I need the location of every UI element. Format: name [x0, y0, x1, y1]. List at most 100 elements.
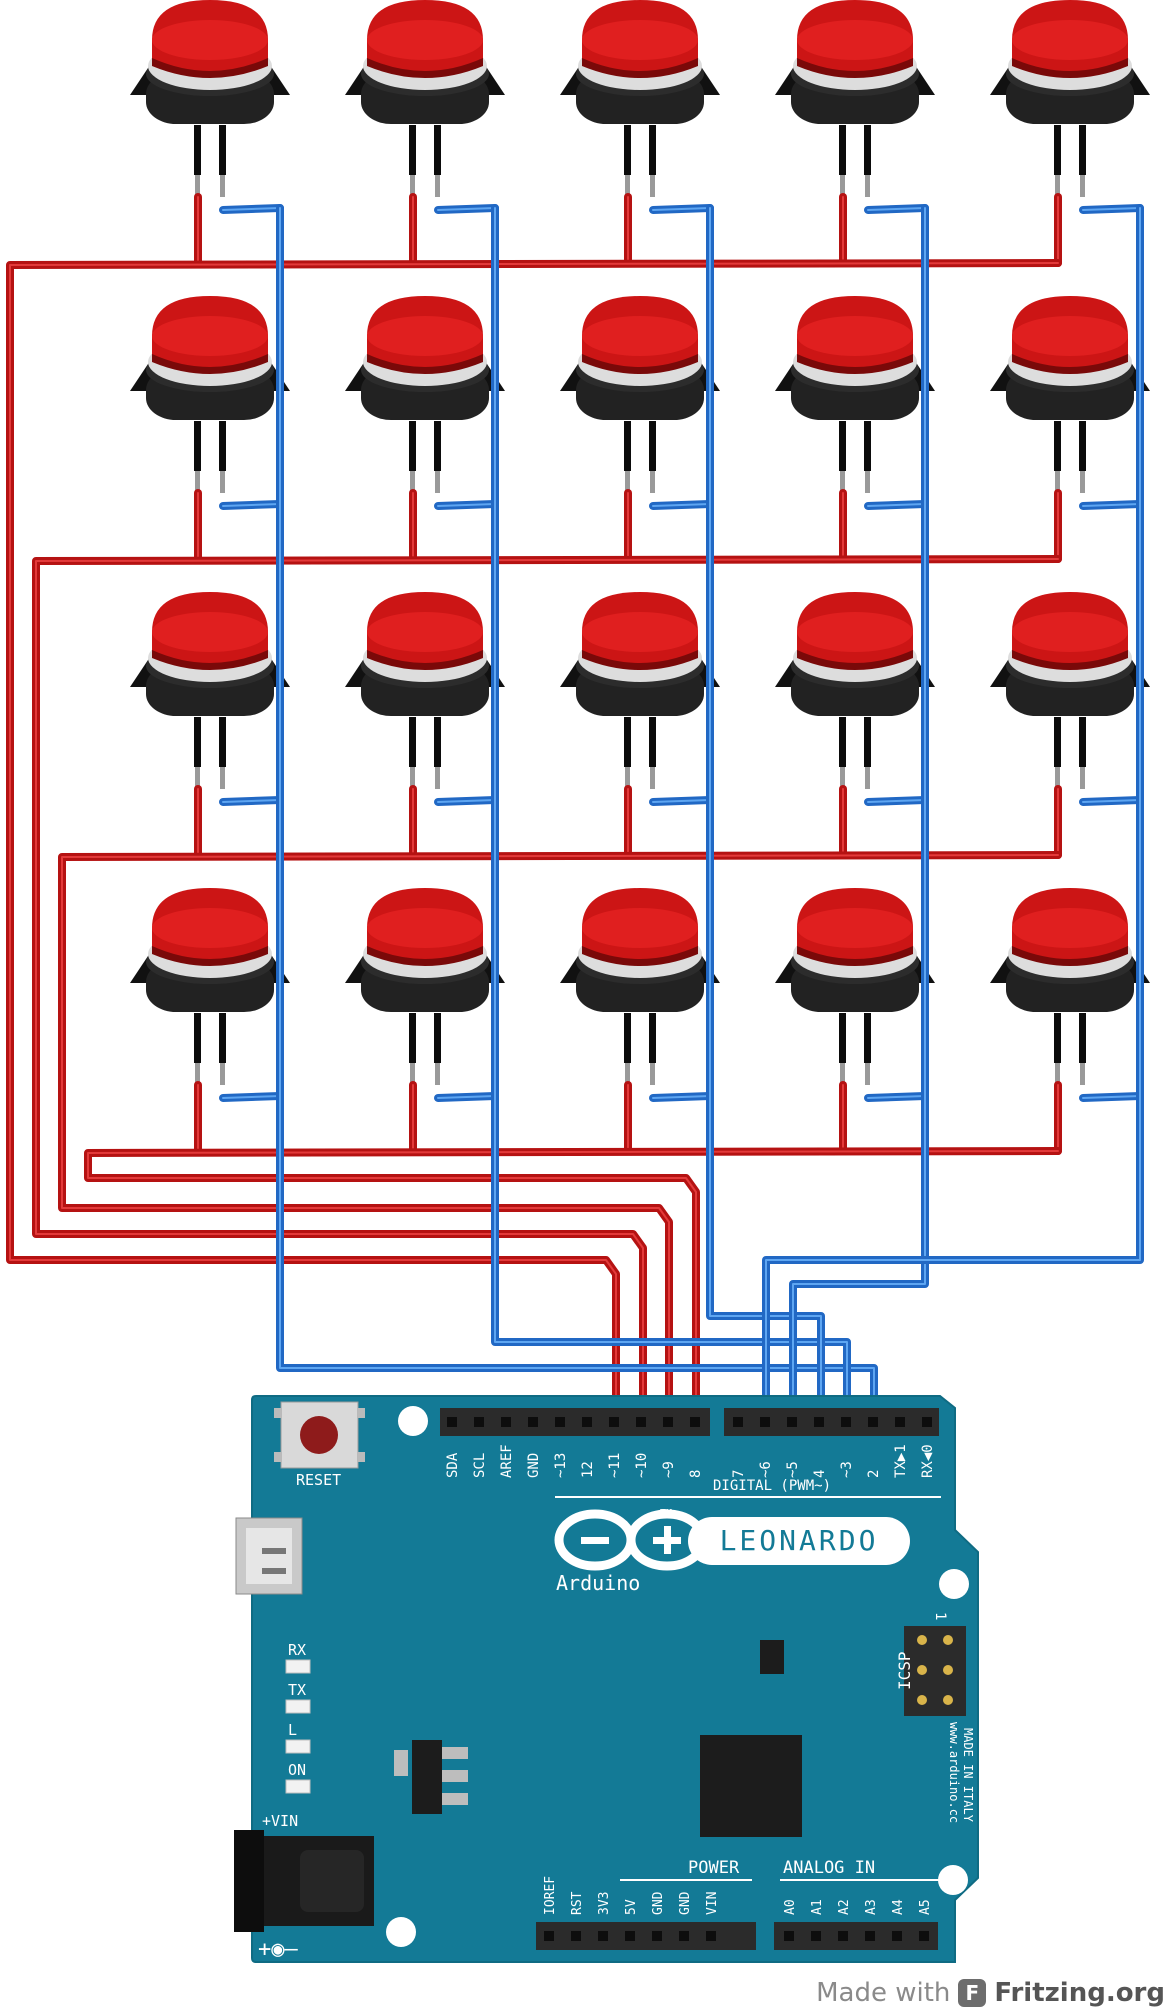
led-label: TX	[288, 1681, 306, 1699]
pin-label: ~9	[661, 1461, 677, 1478]
push-button[interactable]	[345, 592, 505, 789]
push-button[interactable]	[345, 296, 505, 493]
header-pin[interactable]	[571, 1931, 581, 1941]
pin-label: ~3	[839, 1461, 855, 1478]
push-button[interactable]	[990, 888, 1150, 1085]
pin-label: ~11	[607, 1453, 623, 1478]
header-pin[interactable]	[868, 1417, 878, 1427]
push-button[interactable]	[775, 296, 935, 493]
pin-label: TX▶1	[893, 1444, 909, 1478]
icsp-header	[904, 1626, 966, 1716]
push-button[interactable]	[560, 592, 720, 789]
header-pin[interactable]	[895, 1417, 905, 1427]
pin-label: GND	[526, 1453, 542, 1478]
pin-label: A3	[864, 1899, 879, 1915]
pin-label: RST	[570, 1891, 585, 1915]
push-button[interactable]	[560, 0, 720, 197]
vin-label: +VIN	[262, 1812, 298, 1830]
push-button[interactable]	[990, 296, 1150, 493]
pin-label: AREF	[499, 1444, 515, 1478]
header-pin[interactable]	[814, 1417, 824, 1427]
credit-brand[interactable]: Fritzing.org	[994, 1978, 1165, 2008]
pin-label: ~10	[634, 1453, 650, 1478]
push-button[interactable]	[130, 296, 290, 493]
power-label: POWER	[688, 1858, 740, 1878]
header-pin[interactable]	[787, 1417, 797, 1427]
header-pin[interactable]	[598, 1931, 608, 1941]
push-button[interactable]	[990, 0, 1150, 197]
power-jack	[234, 1830, 374, 1932]
reset-label: RESET	[296, 1471, 341, 1489]
made-in-label: MADE IN ITALY	[961, 1728, 975, 1823]
led-label: ON	[288, 1761, 306, 1779]
header-pin[interactable]	[922, 1417, 932, 1427]
model-badge	[688, 1517, 910, 1565]
header-pin[interactable]	[582, 1417, 592, 1427]
push-button[interactable]	[560, 296, 720, 493]
header-pin[interactable]	[663, 1417, 673, 1427]
header-pin[interactable]	[690, 1417, 700, 1427]
header-pin[interactable]	[528, 1417, 538, 1427]
header-pin[interactable]	[652, 1931, 662, 1941]
header-pin[interactable]	[679, 1931, 689, 1941]
header-pin[interactable]	[811, 1931, 821, 1941]
push-button[interactable]	[775, 888, 935, 1085]
pin-label: A0	[783, 1899, 798, 1915]
header-pin[interactable]	[892, 1931, 902, 1941]
header-pin[interactable]	[474, 1417, 484, 1427]
led-label: L	[288, 1721, 297, 1739]
fritzing-credit: Made with F Fritzing.org	[816, 1978, 1165, 2008]
header-pin[interactable]	[636, 1417, 646, 1427]
header-pin[interactable]	[865, 1931, 875, 1941]
header-pin[interactable]	[838, 1931, 848, 1941]
push-button[interactable]	[345, 0, 505, 197]
pin-label: A2	[837, 1899, 852, 1915]
pin-label: SCL	[472, 1453, 488, 1478]
usb-port	[235, 1517, 303, 1595]
icsp-pin1-label: 1	[932, 1612, 948, 1620]
push-button[interactable]	[345, 888, 505, 1085]
pin-label: 2	[866, 1470, 882, 1478]
header-top-right	[724, 1408, 939, 1436]
mounting-hole	[939, 1569, 969, 1599]
push-button[interactable]	[130, 888, 290, 1085]
push-button[interactable]	[130, 0, 290, 197]
push-button[interactable]	[130, 592, 290, 789]
pin-label: 12	[580, 1461, 596, 1478]
push-button[interactable]	[990, 592, 1150, 789]
pin-label: A5	[918, 1899, 933, 1915]
header-pin[interactable]	[609, 1417, 619, 1427]
pin-label: A4	[891, 1899, 906, 1915]
brand-label: Arduino	[556, 1571, 640, 1595]
pin-label: 7	[731, 1470, 747, 1478]
pin-label: ~13	[553, 1453, 569, 1478]
pin-label: 8	[688, 1470, 704, 1478]
push-button[interactable]	[560, 888, 720, 1085]
push-button[interactable]	[775, 0, 935, 197]
website-label: www.arduino.cc	[947, 1722, 961, 1823]
row-wires	[6, 193, 1062, 1424]
model-label: LEONARDO	[720, 1524, 879, 1557]
header-pin[interactable]	[784, 1931, 794, 1941]
header-pin[interactable]	[501, 1417, 511, 1427]
header-pin[interactable]	[841, 1417, 851, 1427]
mounting-hole	[386, 1917, 416, 1947]
push-button[interactable]	[775, 592, 935, 789]
header-pin[interactable]	[544, 1931, 554, 1941]
header-pin[interactable]	[625, 1931, 635, 1941]
status-led	[285, 1779, 311, 1794]
header-pin[interactable]	[733, 1417, 743, 1427]
pin-label: GND	[678, 1891, 693, 1915]
voltage-regulator	[394, 1740, 468, 1814]
header-pin[interactable]	[555, 1417, 565, 1427]
header-pin[interactable]	[760, 1417, 770, 1427]
header-pin[interactable]	[447, 1417, 457, 1427]
reset-button[interactable]	[274, 1401, 365, 1469]
header-pin[interactable]	[919, 1931, 929, 1941]
pin-label: SDA	[445, 1452, 461, 1478]
header-pin[interactable]	[706, 1931, 716, 1941]
pin-label: 3V3	[597, 1892, 612, 1915]
column-wires	[219, 204, 1144, 1424]
pin-label: IOREF	[543, 1876, 558, 1915]
